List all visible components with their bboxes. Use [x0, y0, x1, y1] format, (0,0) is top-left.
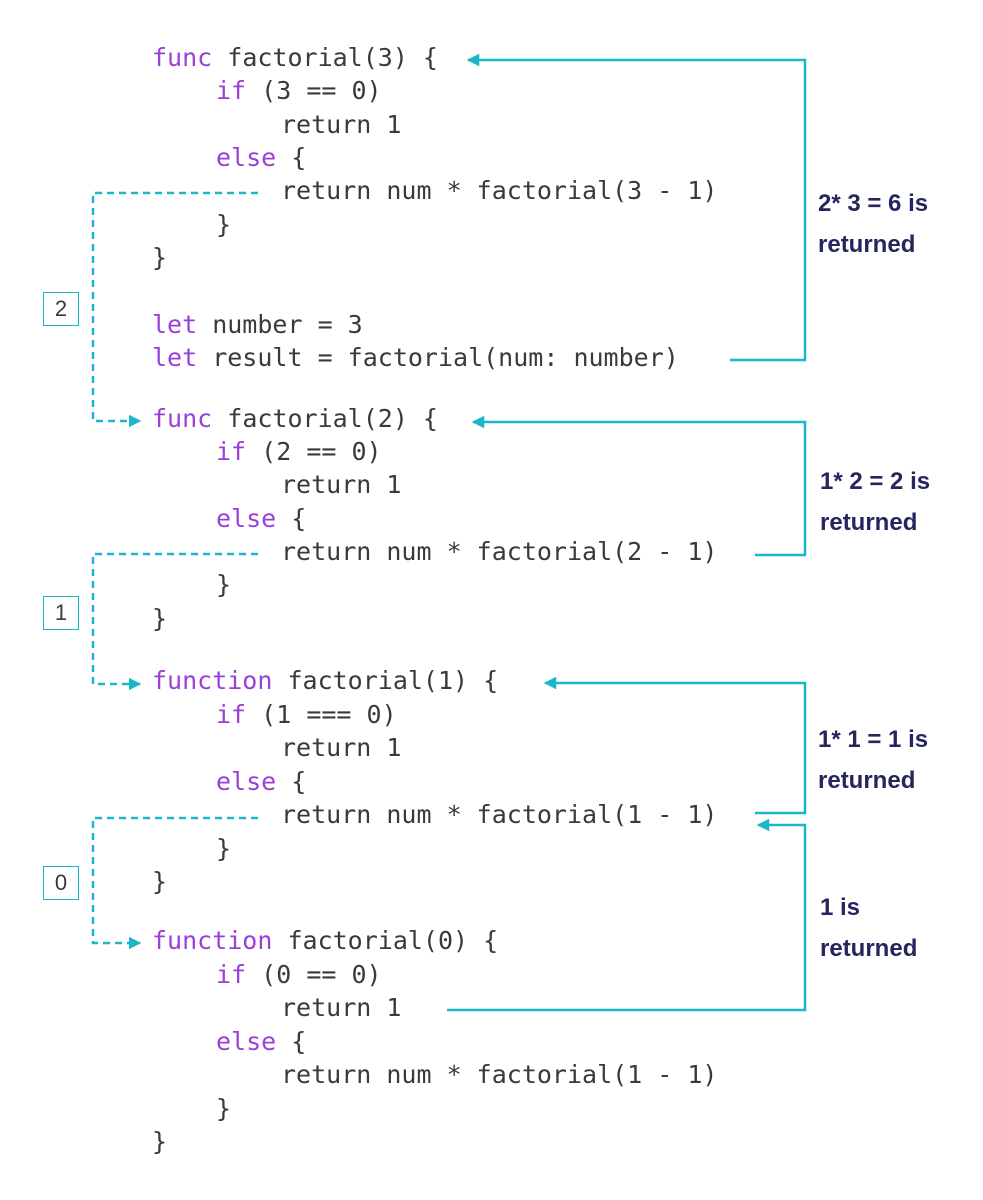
code-text: factorial(3) { — [212, 43, 438, 72]
code-line: let result = factorial(num: number) — [152, 343, 679, 373]
keyword: else — [216, 1027, 277, 1056]
code-line: return 1 — [281, 733, 402, 762]
return-label-line: returned — [820, 935, 918, 962]
code-text: (0 == 0) — [246, 960, 382, 989]
code-line: } — [216, 1094, 232, 1123]
code-line: return num * factorial(3 - 1) — [281, 176, 718, 205]
code-text: number = 3 — [197, 310, 363, 339]
return-arrow-1b — [447, 818, 807, 1012]
code-line: if (3 == 0) — [216, 76, 382, 106]
code-text: { — [276, 767, 307, 796]
return-label: 1* 2 = 2 is returned — [820, 461, 930, 543]
code-line: return num * factorial(2 - 1) — [281, 537, 718, 566]
code-line: else { — [216, 767, 306, 797]
return-label-line: returned — [818, 767, 916, 794]
return-label-line: returned — [818, 231, 916, 258]
return-label: 1* 1 = 1 is returned — [818, 719, 928, 801]
code-line: if (0 == 0) — [216, 960, 382, 990]
return-label: 1 is returned — [820, 887, 917, 969]
code-line: if (1 === 0) — [216, 700, 397, 730]
code-line: else { — [216, 143, 306, 173]
code-line: if (2 == 0) — [216, 437, 382, 467]
code-line: return 1 — [281, 470, 402, 499]
code-line: let number = 3 — [152, 310, 363, 340]
code-text: (2 == 0) — [246, 437, 382, 466]
call-arrow-0 — [91, 816, 258, 950]
keyword: function — [152, 926, 273, 955]
code-line: } — [216, 210, 232, 239]
code-line: } — [216, 570, 232, 599]
depth-box-2: 2 — [43, 292, 79, 326]
keyword: else — [216, 504, 277, 533]
return-label-line: 1* 2 = 2 is — [820, 468, 931, 495]
code-text: { — [276, 1027, 307, 1056]
code-line: else { — [216, 1027, 306, 1057]
code-line: return 1 — [281, 110, 402, 139]
call-arrow-1 — [91, 552, 258, 691]
code-text: (3 == 0) — [246, 76, 382, 105]
code-text: factorial(0) { — [272, 926, 499, 955]
keyword: else — [216, 767, 277, 796]
keyword: if — [216, 960, 247, 989]
code-line: } — [152, 604, 168, 633]
code-text: result = factorial(num: number) — [197, 343, 679, 372]
return-label-line: 2* 3 = 6 is — [818, 190, 929, 217]
code-text: { — [276, 143, 307, 172]
return-label-line: returned — [820, 509, 918, 536]
depth-box-0: 0 — [43, 866, 79, 900]
return-label-line: 1* 1 = 1 is — [818, 726, 929, 753]
return-label-line: 1 is — [820, 894, 861, 921]
code-line: func factorial(2) { — [152, 404, 438, 434]
keyword: function — [152, 666, 273, 695]
return-label: 2* 3 = 6 is returned — [818, 183, 928, 265]
code-line: } — [152, 1127, 168, 1156]
keyword: else — [216, 143, 277, 172]
keyword: func — [152, 404, 213, 433]
code-text: factorial(1) { — [272, 666, 499, 695]
code-line: function factorial(1) { — [152, 666, 498, 696]
keyword: if — [216, 700, 247, 729]
code-line: return 1 — [281, 993, 402, 1022]
call-arrow-2 — [91, 191, 258, 428]
code-text: factorial(2) { — [212, 404, 438, 433]
code-line: else { — [216, 504, 306, 534]
return-arrow-1a — [543, 676, 807, 815]
code-text: { — [276, 504, 307, 533]
keyword: func — [152, 43, 213, 72]
keyword: if — [216, 76, 247, 105]
keyword: if — [216, 437, 247, 466]
keyword: let — [152, 343, 198, 372]
code-line: } — [152, 243, 168, 272]
depth-box-1: 1 — [43, 596, 79, 630]
code-line: return num * factorial(1 - 1) — [281, 1060, 718, 1089]
code-line: func factorial(3) { — [152, 43, 438, 73]
keyword: let — [152, 310, 198, 339]
code-text: (1 === 0) — [246, 700, 397, 729]
code-line: } — [216, 834, 232, 863]
code-line: return num * factorial(1 - 1) — [281, 800, 718, 829]
code-line: function factorial(0) { — [152, 926, 498, 956]
return-arrow-6 — [466, 53, 807, 362]
return-arrow-2 — [471, 415, 807, 557]
code-line: } — [152, 867, 168, 896]
